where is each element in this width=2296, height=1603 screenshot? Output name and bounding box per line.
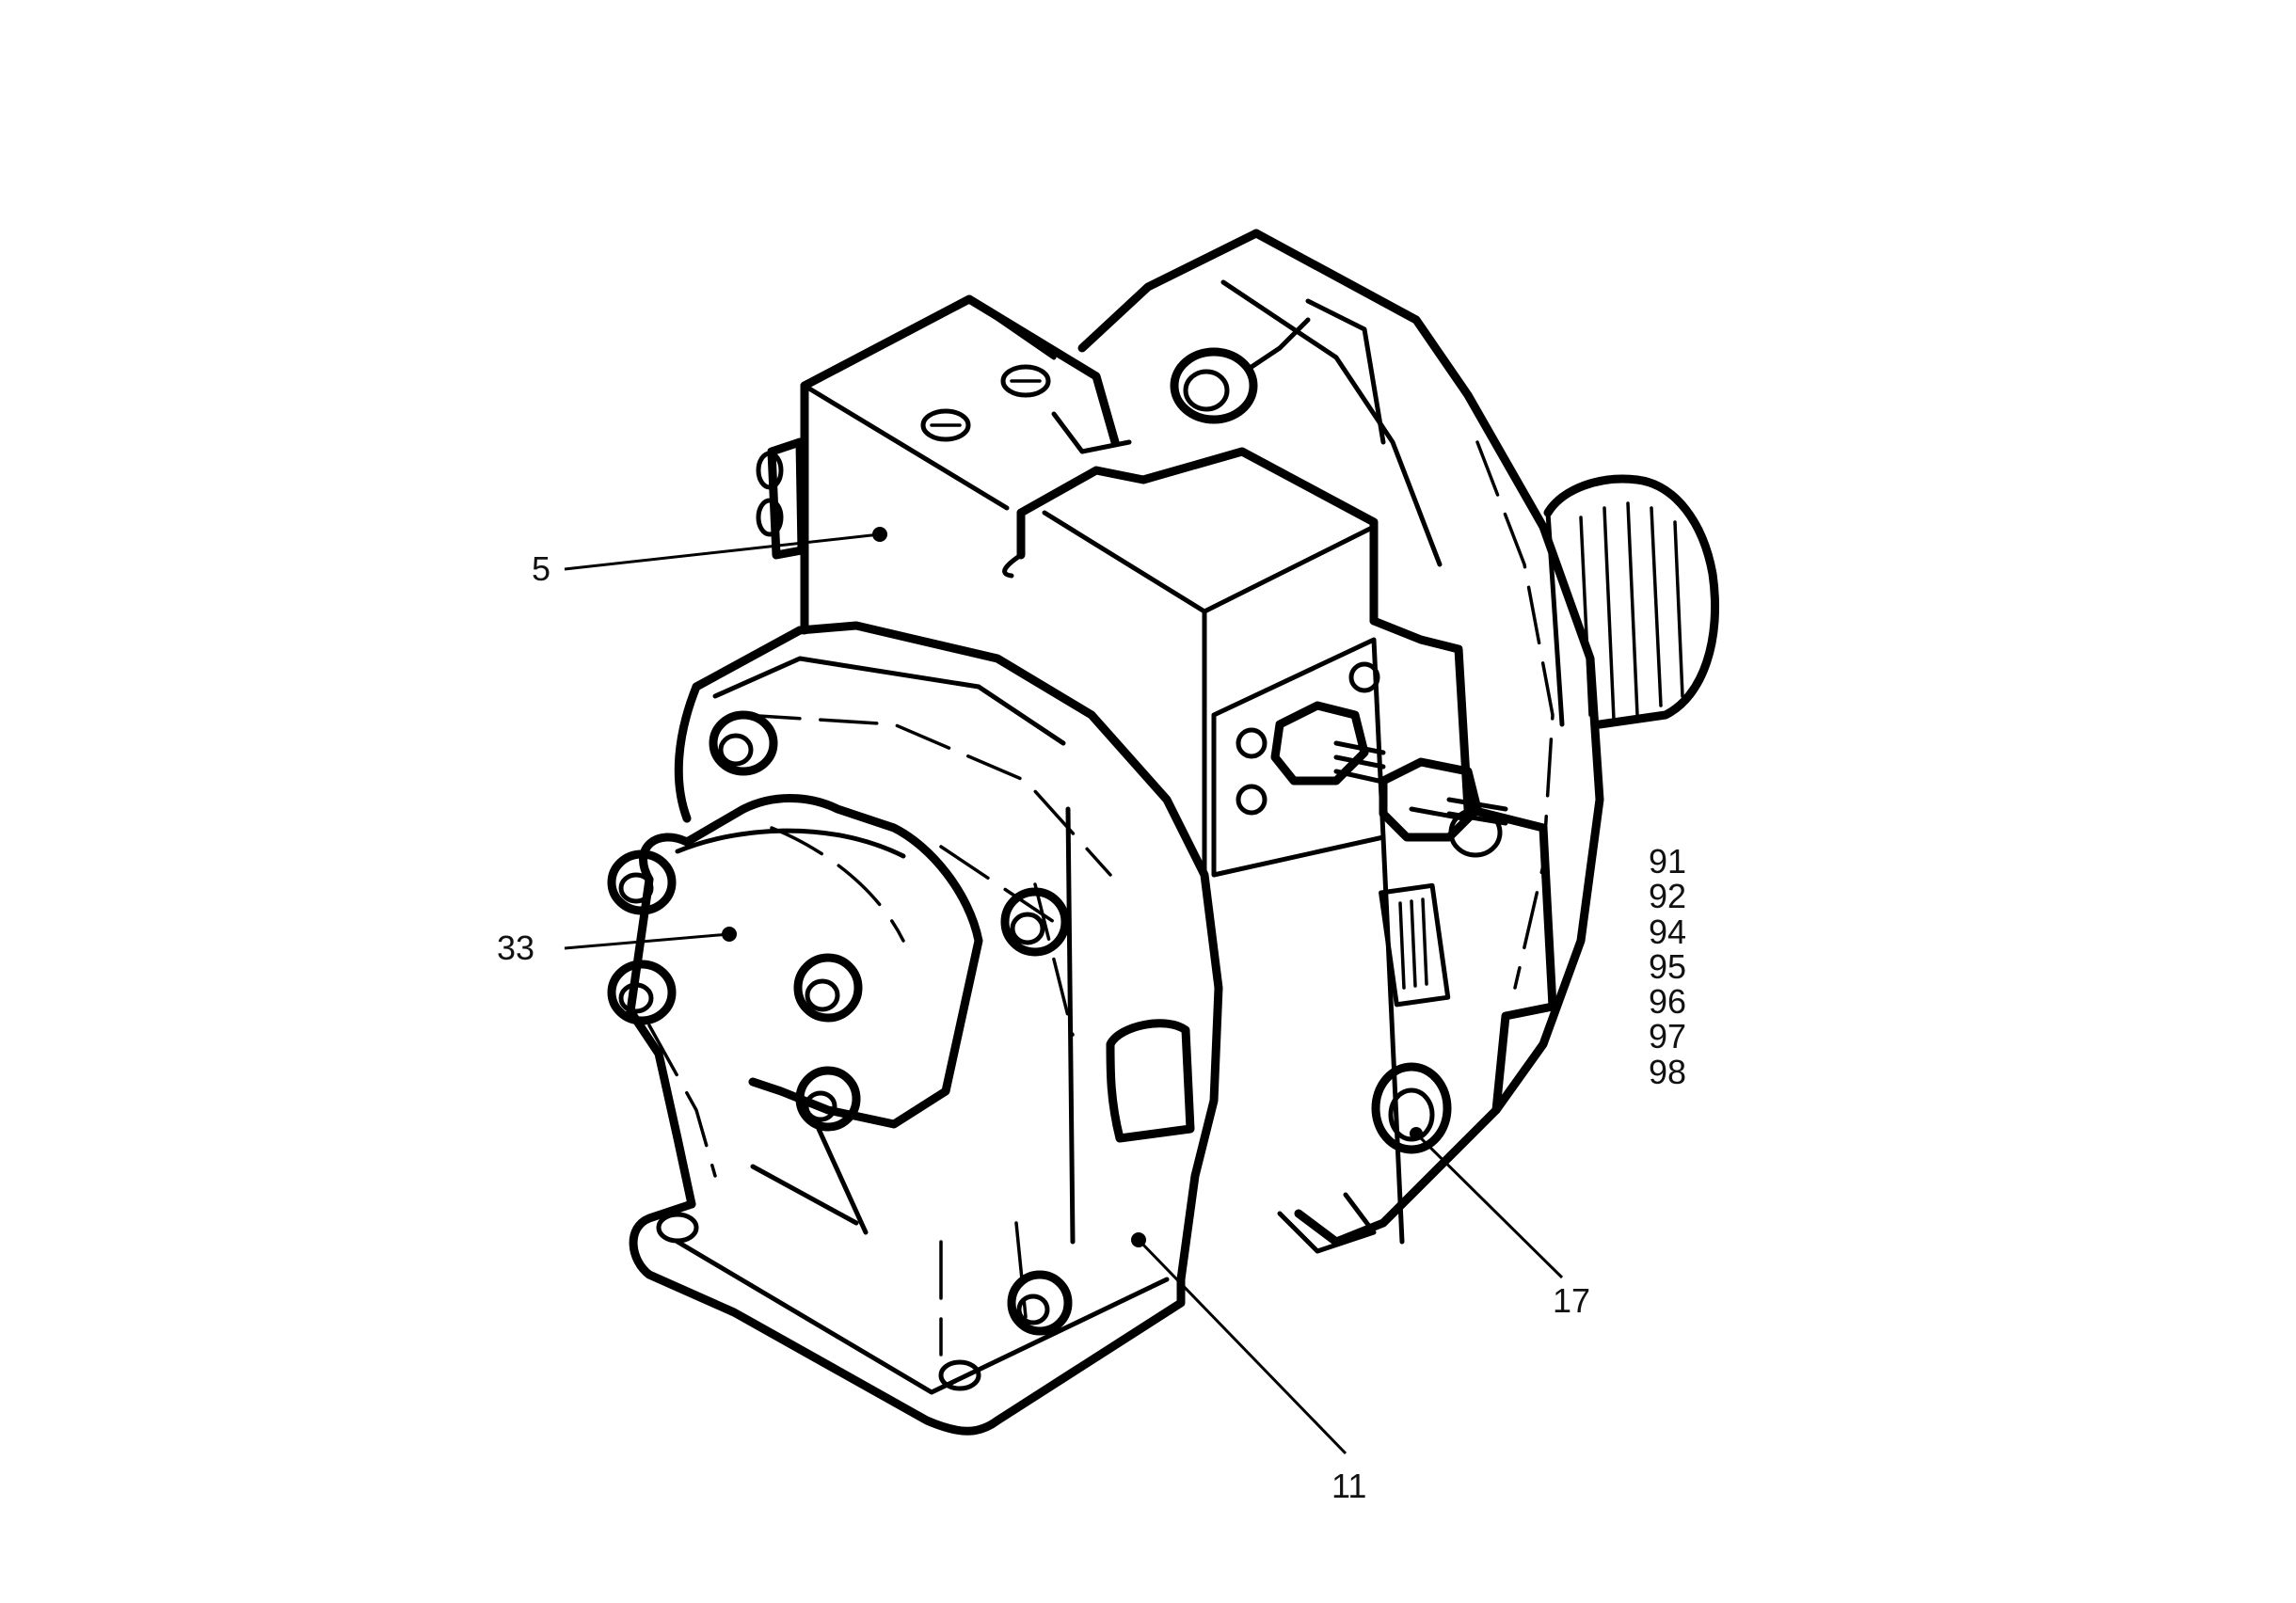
pump-housing-right (1277, 616, 1557, 1254)
callout-label: 17 (1553, 1281, 1590, 1320)
port-plug-icon (1000, 364, 1051, 398)
rear-flange (1077, 229, 1604, 1115)
flange-bolt-icon (1170, 317, 1311, 424)
part-number: 98 (1649, 1053, 1686, 1091)
hex-nut-icon (1270, 701, 1369, 786)
part-number: 92 (1649, 877, 1686, 915)
callout-33: 33 (497, 927, 737, 967)
control-valve-block (800, 294, 1379, 878)
part-number: 91 (1649, 842, 1686, 881)
drain-port-icon (1371, 1062, 1452, 1154)
output-shaft (1543, 474, 1719, 729)
hex-nut-icon (1379, 757, 1482, 842)
bolt-head-icon (1007, 1270, 1073, 1336)
part-number: 94 (1649, 913, 1686, 951)
nameplate (1379, 882, 1451, 1008)
callout-label: 11 (1331, 1467, 1366, 1505)
bolt-head-icon (795, 1066, 861, 1132)
bolt-head-icon (709, 710, 778, 776)
callout-17: 17 (1410, 1127, 1590, 1320)
part-number-list: 91 92 94 95 96 97 98 (1649, 842, 1686, 1091)
mounting-foot (629, 1126, 1186, 1436)
part-number: 95 (1649, 947, 1686, 986)
callout-label: 5 (532, 549, 550, 588)
callout-11: 11 (1131, 1232, 1366, 1505)
callout-5: 5 (532, 527, 887, 588)
part-number: 96 (1649, 982, 1686, 1021)
bolt-head-icon (793, 953, 863, 1023)
bolt-head-icon (607, 960, 677, 1025)
callout-label: 33 (497, 928, 534, 967)
bolt-head-icon (1000, 887, 1070, 957)
cover-bolts (607, 710, 1073, 1336)
bolt-head-icon (607, 849, 677, 915)
pump-main-body (674, 621, 1223, 1284)
part-number: 97 (1649, 1017, 1686, 1055)
port-plug-icon (920, 408, 971, 442)
solenoid-connector (756, 437, 806, 560)
